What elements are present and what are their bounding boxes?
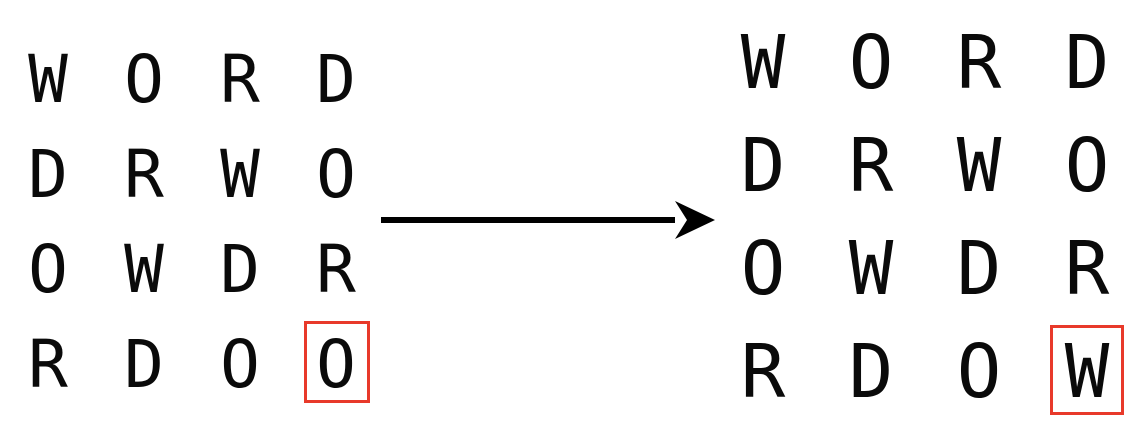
grid-cell: R xyxy=(220,41,260,118)
grid-cell: R xyxy=(956,20,1002,106)
grid-cell: D xyxy=(956,226,1002,312)
grid-cell: O xyxy=(740,226,786,312)
grid-cell: O xyxy=(316,136,356,213)
highlight-box xyxy=(1050,325,1124,415)
grid-cell: O xyxy=(28,231,68,308)
grid-cell: R xyxy=(1064,226,1110,312)
grid-cell: R xyxy=(740,329,786,415)
grid-cell: W xyxy=(956,123,1002,209)
grid-cell: O xyxy=(956,329,1002,415)
grid-cell: O xyxy=(316,326,356,403)
grid-cell: R xyxy=(28,326,68,403)
grid-cell: W xyxy=(740,20,786,106)
grid-cell: D xyxy=(28,136,68,213)
grid-cell: W xyxy=(220,136,260,213)
transform-arrow xyxy=(381,201,715,239)
grid-cell: W xyxy=(1064,329,1110,415)
grid-cell: O xyxy=(220,326,260,403)
grid-cell: D xyxy=(1064,20,1110,106)
grid-cell: O xyxy=(1064,123,1110,209)
grid-cell: R xyxy=(316,231,356,308)
grid-cell: D xyxy=(316,41,356,118)
grid-cell: W xyxy=(28,41,68,118)
grid-cell: R xyxy=(124,136,164,213)
arrow-head xyxy=(675,201,715,239)
grid-cell: W xyxy=(124,231,164,308)
grid-cell: O xyxy=(848,20,894,106)
highlight-box xyxy=(304,321,370,403)
grid-cell: W xyxy=(848,226,894,312)
grid-cell: R xyxy=(848,123,894,209)
grid-cell: D xyxy=(124,326,164,403)
grid-cell: D xyxy=(740,123,786,209)
grid-cell: D xyxy=(220,231,260,308)
grid-cell: D xyxy=(848,329,894,415)
grid-cell: O xyxy=(124,41,164,118)
